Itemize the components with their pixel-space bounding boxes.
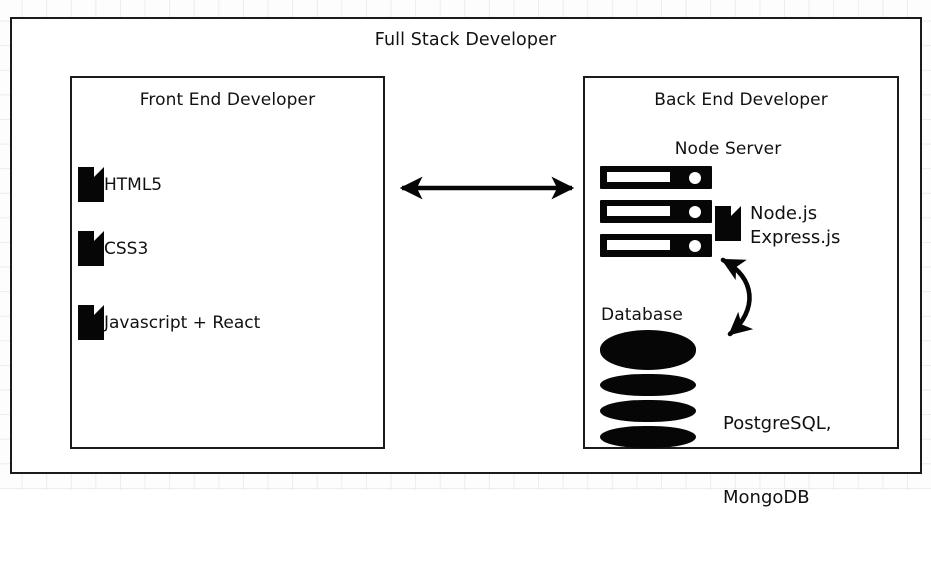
node-tech-line-2: Express.js xyxy=(750,226,841,248)
database-disc xyxy=(600,374,696,396)
file-icon xyxy=(78,231,104,266)
front-end-developer-box xyxy=(70,76,385,449)
database-cylinder-icon xyxy=(600,330,696,448)
database-disc xyxy=(600,330,696,370)
server-unit xyxy=(600,234,712,257)
node-tech-group: Node.js Express.js xyxy=(715,202,840,250)
file-icon xyxy=(78,167,104,202)
file-icon xyxy=(78,305,104,340)
database-tech-labels: PostgreSQL, MongoDB xyxy=(723,362,832,561)
diagram-canvas: Full Stack Developer Front End Developer… xyxy=(0,0,931,508)
front-end-developer-title: Front End Developer xyxy=(139,90,316,110)
front-end-item-label: HTML5 xyxy=(104,174,163,195)
database-title: Database xyxy=(601,305,683,325)
frontend-backend-arrow xyxy=(399,176,575,200)
node-tech-labels: Node.js Express.js xyxy=(750,202,840,250)
database-tech-line-1: PostgreSQL, xyxy=(723,412,832,434)
front-end-item-label: CSS3 xyxy=(104,238,149,259)
server-unit xyxy=(600,200,712,223)
full-stack-developer-title: Full Stack Developer xyxy=(374,30,557,50)
file-icon xyxy=(715,206,741,241)
database-disc xyxy=(600,400,696,422)
server-unit xyxy=(600,166,712,189)
server-rack-icon xyxy=(600,166,712,258)
server-database-arrow xyxy=(720,257,754,337)
front-end-item-label: Javascript + React xyxy=(104,312,261,333)
front-end-item-html5: HTML5 xyxy=(78,167,162,202)
database-disc xyxy=(600,426,696,448)
node-tech-line-1: Node.js xyxy=(750,203,818,224)
front-end-item-javascript-react: Javascript + React xyxy=(78,305,260,340)
node-server-title: Node Server xyxy=(674,139,782,159)
back-end-developer-title: Back End Developer xyxy=(654,90,828,110)
front-end-item-css3: CSS3 xyxy=(78,231,148,266)
